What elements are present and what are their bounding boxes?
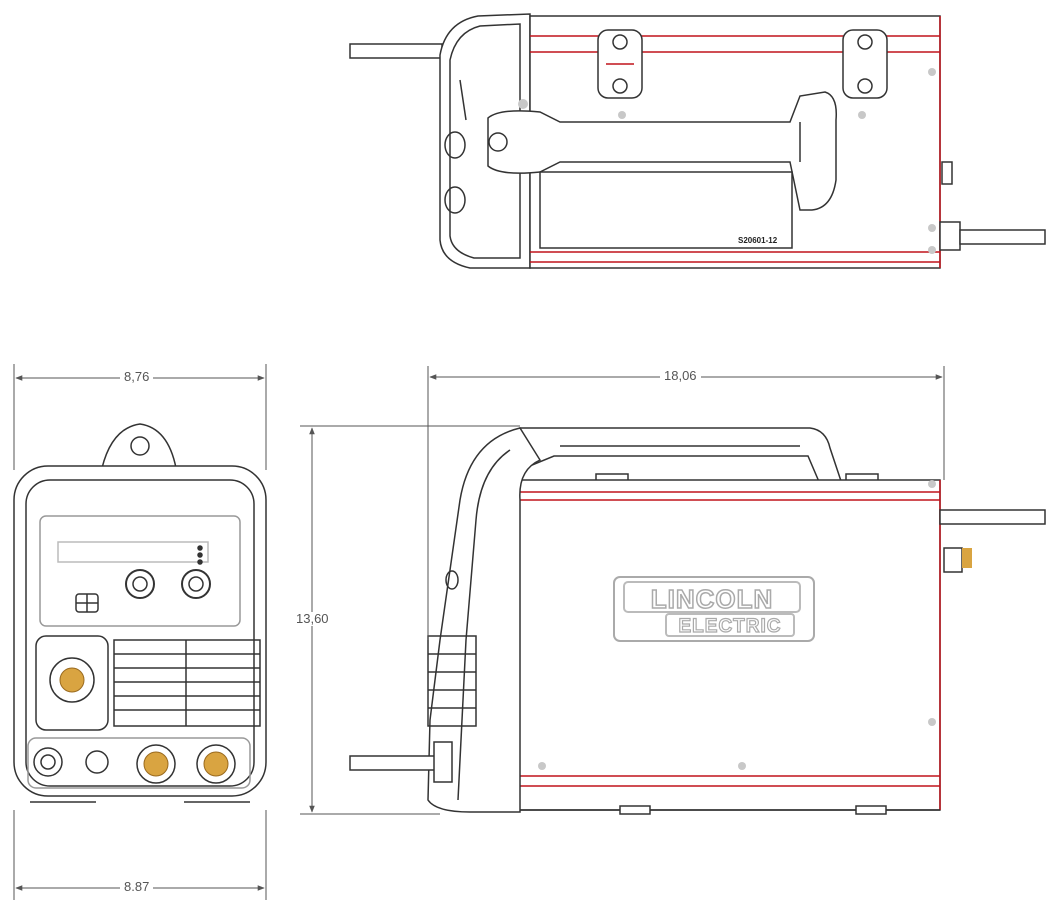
- power-cable-lower: [349, 755, 443, 771]
- terminal-positive: [196, 744, 236, 784]
- part-number: S20601-12: [738, 236, 778, 245]
- front-view: [13, 423, 267, 803]
- side-vents: [427, 635, 477, 727]
- euro-connector: [33, 747, 63, 777]
- vent-grill: [113, 639, 261, 727]
- rear-brass-fitting: [962, 548, 972, 568]
- top-view: [349, 13, 1046, 269]
- power-cable-rear: [939, 509, 1046, 525]
- top-handle: [487, 91, 838, 211]
- dim-width-top: 8,76: [120, 370, 154, 384]
- foot-bracket-right: [842, 29, 888, 99]
- power-cable-left: [349, 43, 443, 59]
- logo-line1: LINCOLN: [651, 584, 774, 614]
- lifting-eye: [101, 423, 177, 469]
- logo-line2: ELECTRIC: [679, 616, 782, 637]
- front-knob-lower: [444, 186, 466, 214]
- control-knob-right: [181, 569, 211, 599]
- dim-length: 18,06: [660, 369, 701, 383]
- side-front-bezel: [427, 427, 542, 813]
- rear-connector: [939, 221, 961, 251]
- control-socket: [85, 750, 109, 774]
- logo-plaque: [613, 576, 815, 642]
- side-body: [509, 479, 941, 811]
- front-view-brass: [59, 667, 229, 777]
- power-cable-right: [959, 229, 1046, 245]
- top-view-rivets: [518, 68, 936, 254]
- dim-height: 13,60: [292, 612, 333, 626]
- side-view: [349, 427, 1046, 815]
- front-knob-upper: [444, 131, 466, 159]
- side-view-rivets: [538, 480, 936, 770]
- terminal-negative: [136, 744, 176, 784]
- dim-width-bottom: 8.87: [120, 880, 154, 894]
- control-knob-left: [125, 569, 155, 599]
- side-handle: [519, 427, 844, 485]
